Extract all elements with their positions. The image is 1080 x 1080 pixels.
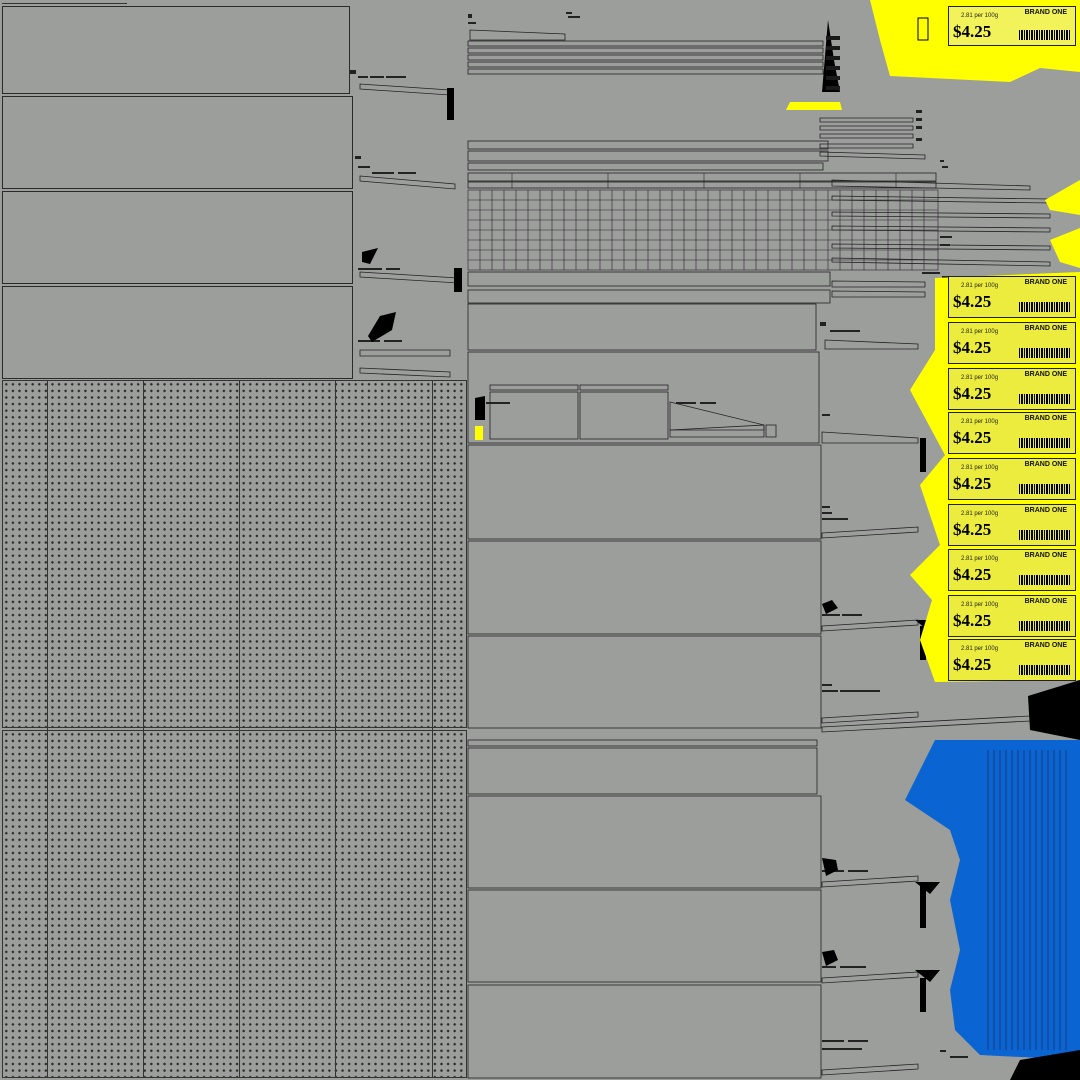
price-per-unit: 2.81 per 100g [961,556,999,562]
price-per-unit: 2.81 per 100g [961,602,999,608]
barcode-icon [1019,438,1071,448]
panel-3 [2,191,353,284]
price-value: $4.25 [953,611,992,630]
barcode-icon [1019,665,1071,675]
price-label-7: 2.81 per 100g BRAND ONE $4.25 [948,504,1076,546]
price-brand: BRAND ONE [1024,642,1067,649]
price-value: $4.25 [953,655,992,674]
price-value: $4.25 [953,384,992,403]
pegboard-divider-2 [143,380,144,1078]
price-value: $4.25 [953,292,992,311]
price-label-3: 2.81 per 100g BRAND ONE $4.25 [948,322,1076,364]
price-per-unit: 2.81 per 100g [961,329,999,335]
barcode-icon [1019,530,1071,540]
barcode-icon [1019,302,1071,312]
panel-4 [2,286,353,379]
price-value: $4.25 [953,520,992,539]
panel-1 [2,6,350,94]
price-brand: BRAND ONE [1024,9,1067,16]
price-per-unit: 2.81 per 100g [961,375,999,381]
barcode-icon [1019,484,1071,494]
pegboard-upper [2,380,467,728]
price-label-6: 2.81 per 100g BRAND ONE $4.25 [948,458,1076,500]
price-brand: BRAND ONE [1024,507,1067,514]
pegboard-lower [2,730,467,1078]
price-value: $4.25 [953,338,992,357]
panel-2 [2,96,353,189]
pegboard-divider-3 [239,380,240,1078]
barcode-icon [1019,575,1071,585]
price-label-4: 2.81 per 100g BRAND ONE $4.25 [948,368,1076,410]
price-label-10: 2.81 per 100g BRAND ONE $4.25 [948,639,1076,681]
price-brand: BRAND ONE [1024,371,1067,378]
price-per-unit: 2.81 per 100g [961,646,999,652]
price-brand: BRAND ONE [1024,552,1067,559]
price-per-unit: 2.81 per 100g [961,283,999,289]
price-label-9: 2.81 per 100g BRAND ONE $4.25 [948,595,1076,637]
price-value: $4.25 [953,474,992,493]
pegboard-divider-5 [432,380,433,1078]
price-brand: BRAND ONE [1024,279,1067,286]
barcode-icon [1019,348,1071,358]
price-brand: BRAND ONE [1024,598,1067,605]
price-brand: BRAND ONE [1024,461,1067,468]
price-value: $4.25 [953,428,992,447]
price-brand: BRAND ONE [1024,325,1067,332]
price-per-unit: 2.81 per 100g [961,419,999,425]
barcode-icon [1019,621,1071,631]
hardware-strips [350,12,1051,1079]
price-brand: BRAND ONE [1024,415,1067,422]
price-label-2: 2.81 per 100g BRAND ONE $4.25 [948,276,1076,318]
price-value: $4.25 [953,22,992,41]
price-per-unit: 2.81 per 100g [961,511,999,517]
price-value: $4.25 [953,565,992,584]
barcode-icon [1019,394,1071,404]
barcode-icon [1019,30,1071,40]
price-label-8: 2.81 per 100g BRAND ONE $4.25 [948,549,1076,591]
pegboard-divider-1 [47,380,48,1078]
price-label-5: 2.81 per 100g BRAND ONE $4.25 [948,412,1076,454]
price-label-1: 2.81 per 100g BRAND ONE $4.25 [948,6,1076,46]
price-per-unit: 2.81 per 100g [961,13,999,19]
price-per-unit: 2.81 per 100g [961,465,999,471]
top-edge-line [2,3,127,4]
pegboard-divider-4 [335,380,336,1078]
